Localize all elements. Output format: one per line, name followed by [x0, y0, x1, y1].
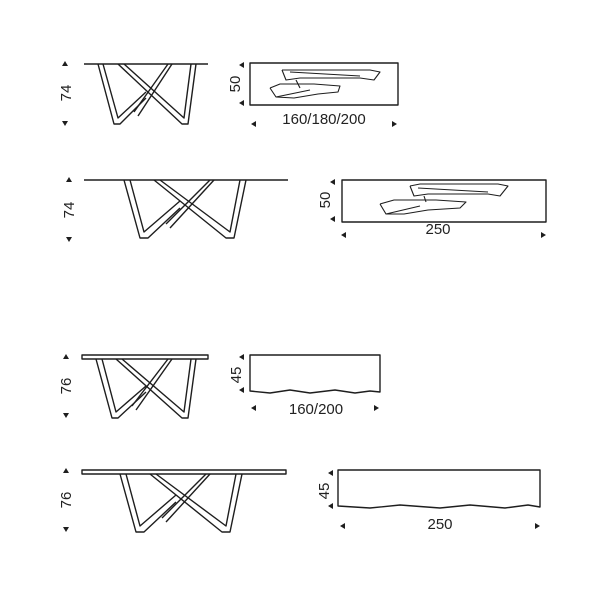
table-base [95, 358, 197, 419]
plan-depth-label: 50 [227, 76, 244, 93]
row-2-plan: 50 250 [317, 179, 547, 238]
depth-tick-bottom [239, 387, 244, 393]
depth-tick-bottom [330, 216, 335, 222]
length-tick-right [541, 232, 546, 238]
length-tick-right [392, 121, 397, 127]
height-label: 76 [58, 492, 75, 509]
height-tick-top [63, 468, 69, 473]
plan-depth-label: 45 [228, 367, 245, 384]
plan-outline [341, 179, 547, 223]
height-label: 74 [61, 202, 78, 219]
length-label: 250 [425, 221, 450, 238]
height-tick-top [62, 61, 68, 66]
height-tick-bottom [63, 527, 69, 532]
row-4-elevation: 76 [58, 468, 287, 533]
depth-tick-top [328, 470, 333, 476]
plan-outline [249, 62, 399, 106]
length-label: 160/200 [289, 401, 343, 418]
plan-outline [249, 354, 381, 394]
depth-tick-bottom [328, 503, 333, 509]
length-tick-right [535, 523, 540, 529]
length-label: 160/180/200 [282, 111, 365, 128]
row-3-elevation: 76 [58, 354, 209, 419]
length-tick-right [374, 405, 379, 411]
depth-tick-top [239, 354, 244, 360]
row-4: 76 45 250 [58, 468, 541, 533]
plan-outline [337, 469, 541, 509]
row-1: 74 50 160 [58, 61, 399, 128]
plan-base-outline [379, 183, 509, 215]
row-3-plan: 45 160/200 [228, 354, 381, 418]
table-top [81, 354, 209, 360]
length-tick-left [340, 523, 345, 529]
row-3: 76 45 160/200 [58, 354, 381, 419]
height-tick-top [66, 177, 72, 182]
row-1-elevation: 74 [58, 61, 208, 126]
table-base [123, 179, 247, 239]
table-base [97, 63, 197, 125]
height-tick-top [63, 354, 69, 359]
row-1-plan: 50 160/180/200 [227, 62, 399, 128]
length-tick-left [251, 121, 256, 127]
depth-tick-top [239, 62, 244, 68]
plan-depth-label: 50 [317, 192, 334, 209]
height-label: 76 [58, 378, 75, 395]
table-top [81, 469, 287, 475]
height-tick-bottom [66, 237, 72, 242]
length-tick-left [341, 232, 346, 238]
row-2: 74 50 250 [61, 177, 547, 242]
depth-tick-bottom [239, 100, 244, 106]
table-base [119, 473, 243, 533]
height-tick-bottom [63, 413, 69, 418]
plan-depth-label: 45 [316, 483, 333, 500]
length-label: 250 [427, 516, 452, 533]
row-4-plan: 45 250 [316, 469, 541, 533]
plan-base-outline [269, 69, 381, 99]
height-tick-bottom [62, 121, 68, 126]
height-label: 74 [58, 85, 75, 102]
row-2-elevation: 74 [61, 177, 288, 242]
depth-tick-top [330, 179, 335, 185]
length-tick-left [251, 405, 256, 411]
